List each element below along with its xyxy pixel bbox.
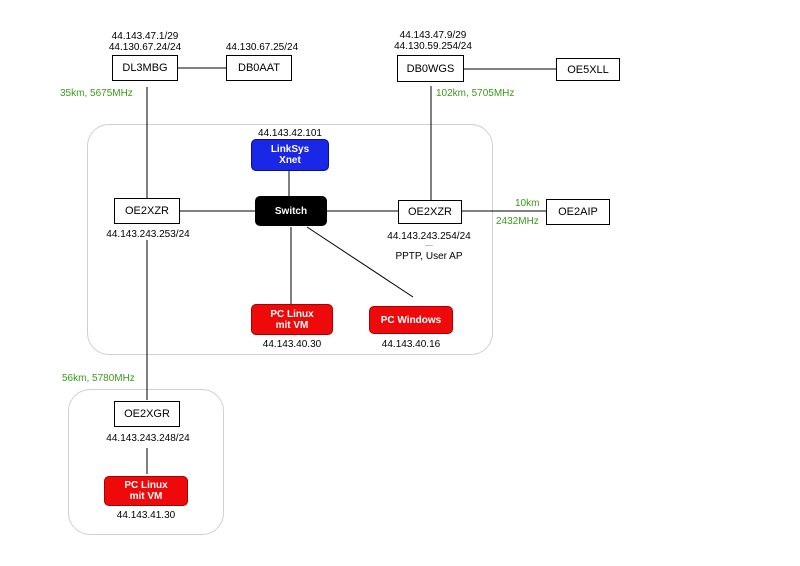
db0wgs-ip-2: 44.130.59.254/24 (394, 41, 472, 52)
oe2xzr-right-note: PPTP, User AP (395, 251, 463, 262)
oe2xzr-right-ip: 44.143.243.254/24 (387, 231, 471, 242)
remote-site-group (68, 389, 224, 535)
pc-linux-ip: 44.143.40.30 (262, 339, 322, 350)
node-db0wgs: DB0WGS (397, 55, 464, 82)
node-linksys-xnet: LinkSys Xnet (251, 139, 329, 171)
dl3mbg-ip-1: 44.143.47.1/29 (111, 31, 179, 42)
link-label-2432mhz: 2432MHz (496, 216, 539, 227)
oe2xzr-right-note-dots: .... (425, 241, 433, 248)
pc-linux-remote-ip: 44.143.41.30 (116, 510, 176, 521)
oe2xgr-ip: 44.143.243.248/24 (106, 433, 190, 444)
linksys-ip: 44.143.42.101 (258, 128, 322, 139)
link-label-35km: 35km, 5675MHz (60, 88, 133, 99)
node-oe5xll: OE5XLL (556, 58, 620, 81)
node-pc-windows: PC Windows (369, 306, 453, 334)
node-oe2xgr: OE2XGR (114, 401, 180, 427)
node-dl3mbg: DL3MBG (112, 55, 178, 81)
dl3mbg-ip-2: 44.130.67.24/24 (108, 42, 182, 53)
node-pc-linux-remote: PC Linux mit VM (104, 476, 188, 506)
db0aat-ip: 44.130.67.25/24 (225, 42, 299, 53)
link-label-56km: 56km, 5780MHz (62, 373, 135, 384)
node-pc-linux: PC Linux mit VM (251, 304, 333, 335)
main-site-group (87, 124, 493, 355)
node-oe2aip: OE2AIP (546, 199, 610, 225)
db0wgs-ip-1: 44.143.47.9/29 (399, 30, 467, 41)
node-switch: Switch (255, 196, 327, 226)
node-oe2xzr-left: OE2XZR (114, 198, 180, 224)
link-label-10km: 10km (515, 198, 540, 209)
line-switch-pcwindows (306, 226, 414, 298)
node-oe2xzr-right: OE2XZR (398, 200, 462, 224)
oe2xzr-left-ip: 44.143.243.253/24 (106, 229, 190, 240)
node-db0aat: DB0AAT (226, 55, 292, 81)
pc-windows-ip: 44.143.40.16 (381, 339, 441, 350)
link-label-102km: 102km, 5705MHz (436, 88, 515, 99)
